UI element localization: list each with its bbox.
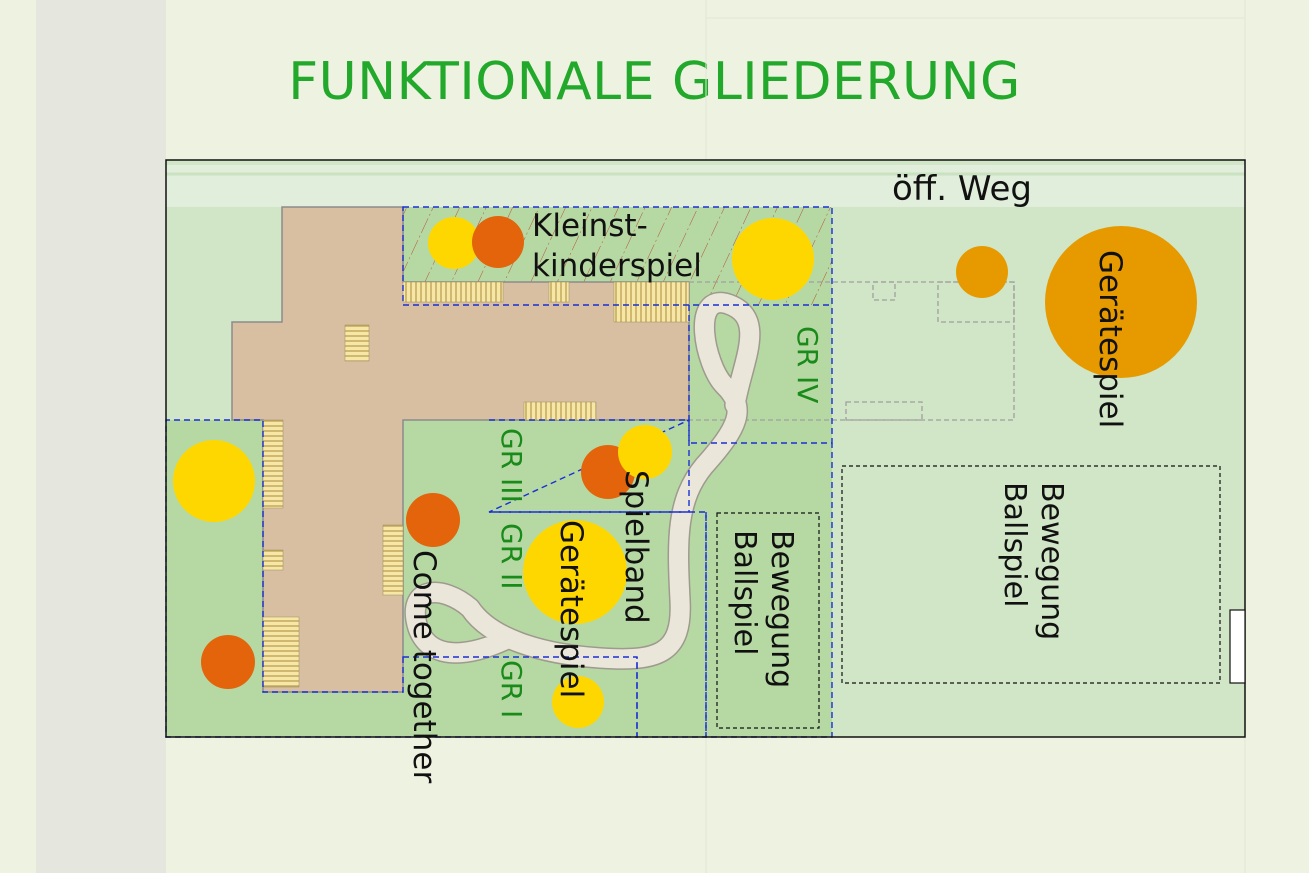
zone-bewegung-west bbox=[705, 443, 833, 738]
gate bbox=[1229, 609, 1246, 684]
public-path-band bbox=[166, 165, 1245, 207]
steps bbox=[262, 419, 284, 509]
tree-orange bbox=[201, 635, 255, 689]
label-bewegung-large: Bewegung bbox=[1034, 482, 1069, 640]
steps bbox=[344, 324, 370, 362]
existing-structure-outline bbox=[937, 281, 1015, 323]
label-geraetespiel-small: Gerätespiel bbox=[553, 520, 589, 698]
spielband-path-fill bbox=[406, 293, 760, 669]
zone-gr4 bbox=[688, 305, 833, 444]
label-geraetespiel-large: Gerätespiel bbox=[1092, 250, 1128, 428]
label-come-together: Come together bbox=[406, 550, 442, 783]
tree-yellow bbox=[552, 676, 604, 728]
plan-title: FUNKTIONALE GLIEDERUNG bbox=[288, 52, 1021, 112]
label-gr1: GR I bbox=[495, 660, 528, 718]
tree-orange bbox=[956, 246, 1008, 298]
steps bbox=[548, 281, 570, 303]
existing-structure-outline bbox=[845, 401, 923, 421]
tree-orange bbox=[406, 493, 460, 547]
ballgame-area-large bbox=[841, 465, 1221, 684]
label-ballspiel-small: Ballspiel bbox=[727, 530, 762, 655]
label-ballspiel-large: Ballspiel bbox=[997, 482, 1032, 607]
steps bbox=[262, 616, 300, 688]
existing-structure-outline bbox=[872, 281, 896, 301]
tree-yellow bbox=[618, 425, 672, 479]
label-toddler-line1: Kleinst- bbox=[532, 208, 648, 244]
equipment-play-small bbox=[523, 520, 627, 624]
left-margin-band bbox=[36, 0, 166, 873]
equipment-play-large bbox=[1045, 226, 1197, 378]
tree-yellow bbox=[732, 218, 814, 300]
tree-yellow bbox=[428, 217, 480, 269]
label-gr3: GR III bbox=[495, 428, 528, 503]
steps bbox=[382, 524, 404, 596]
label-public-path: öff. Weg bbox=[892, 169, 1032, 209]
tree-orange bbox=[472, 216, 524, 268]
steps bbox=[402, 281, 504, 303]
zone-toddler bbox=[402, 206, 833, 306]
label-spielband: Spielband bbox=[618, 470, 654, 624]
ballgame-area-small bbox=[716, 512, 820, 729]
steps bbox=[613, 281, 690, 323]
steps bbox=[262, 549, 284, 571]
label-toddler-line2: kinderspiel bbox=[532, 248, 702, 284]
label-bewegung-small: Bewegung bbox=[764, 530, 799, 688]
steps bbox=[523, 401, 597, 421]
site-boundary bbox=[165, 159, 1246, 738]
tree-yellow bbox=[173, 440, 255, 522]
label-gr4: GR IV bbox=[791, 326, 824, 403]
label-gr2: GR II bbox=[495, 523, 528, 590]
